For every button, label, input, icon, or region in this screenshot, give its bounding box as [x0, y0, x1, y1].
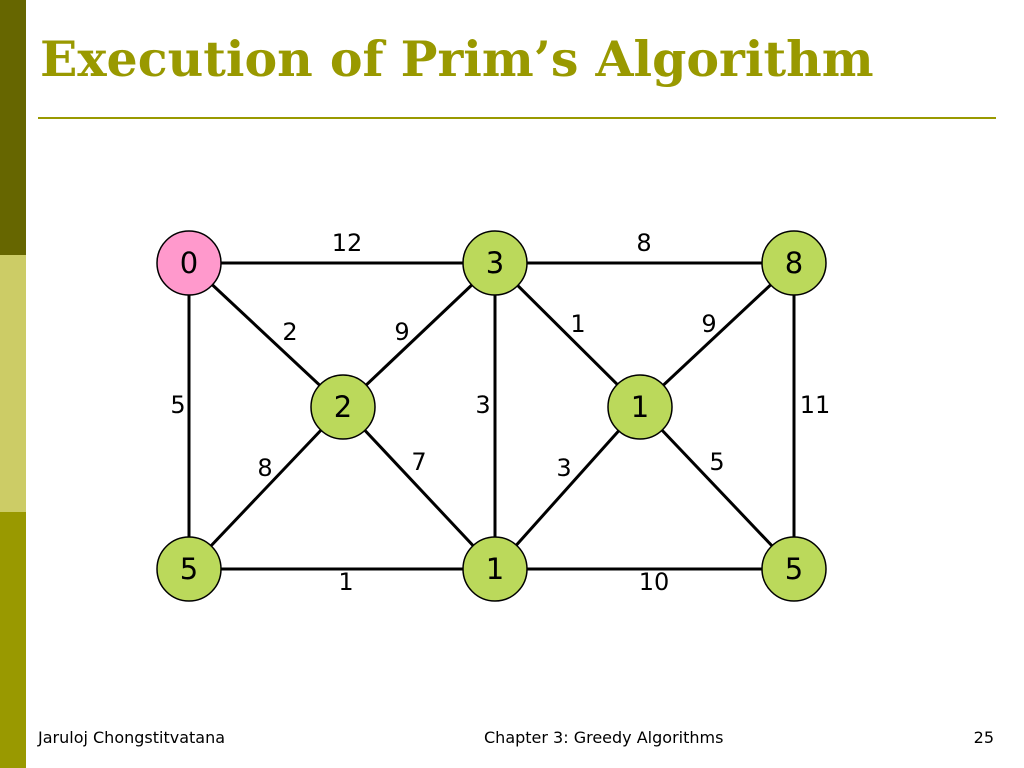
edge-weight-label: 2	[282, 318, 297, 346]
footer-chapter: Chapter 3: Greedy Algorithms	[484, 728, 724, 747]
node-circle	[310, 374, 376, 440]
node-key-label: 1	[486, 552, 504, 586]
graph-edge	[187, 261, 345, 409]
edge-weight-label: 1	[338, 568, 353, 596]
slide-title: Execution of Prim’s Algorithm	[40, 30, 874, 88]
edge-weight-label: 9	[394, 318, 409, 346]
graph-node: 5	[156, 536, 222, 602]
node-key-label: 2	[334, 390, 352, 424]
nodes-layer: 0 3 8 2 1 5 1 5	[156, 230, 827, 602]
graph-edge	[493, 405, 642, 571]
graph-edge	[638, 405, 796, 571]
edge-weight-label: 11	[800, 391, 831, 419]
edge-weight-label: 9	[701, 310, 716, 338]
graph-node: 1	[607, 374, 673, 440]
node-key-label: 8	[785, 246, 803, 280]
node-circle	[761, 230, 827, 296]
node-circle	[156, 536, 222, 602]
node-key-label: 5	[180, 552, 198, 586]
graph-node: 1	[462, 536, 528, 602]
node-circle	[462, 230, 528, 296]
edge-weight-label: 12	[332, 229, 363, 257]
node-circle	[156, 230, 222, 296]
title-underline	[38, 117, 996, 119]
edge-weight-label: 8	[636, 229, 651, 257]
node-key-label: 3	[486, 246, 504, 280]
graph-edge	[493, 261, 642, 409]
graph-node: 8	[761, 230, 827, 296]
edge-weight-label: 5	[170, 391, 185, 419]
edge-weight-label: 5	[709, 448, 724, 476]
graph-node-start: 0	[156, 230, 222, 296]
edge-weight-label: 3	[556, 454, 571, 482]
node-key-label: 5	[785, 552, 803, 586]
node-circle	[761, 536, 827, 602]
graph-edge	[341, 405, 497, 571]
edge-weight-label: 3	[475, 391, 490, 419]
side-bar-light	[0, 255, 26, 512]
edge-weight-label: 8	[257, 454, 272, 482]
side-bar-olive	[0, 512, 26, 768]
graph-node: 5	[761, 536, 827, 602]
graph-edge	[187, 405, 345, 571]
node-circle	[462, 536, 528, 602]
side-bar-dark	[0, 0, 26, 255]
graph-edge	[341, 261, 497, 409]
graph-node: 2	[310, 374, 376, 440]
node-key-label: 1	[631, 390, 649, 424]
page-number: 25	[973, 728, 994, 747]
edge-weight-label: 10	[639, 568, 670, 596]
graph-node: 3	[462, 230, 528, 296]
node-key-label: 0	[180, 246, 198, 280]
edges-layer	[187, 261, 796, 571]
edge-weight-label: 1	[570, 310, 585, 338]
edge-weight-label: 7	[411, 448, 426, 476]
node-circle	[607, 374, 673, 440]
footer-author: Jaruloj Chongstitvatana	[38, 728, 226, 747]
graph-edge	[638, 261, 796, 409]
